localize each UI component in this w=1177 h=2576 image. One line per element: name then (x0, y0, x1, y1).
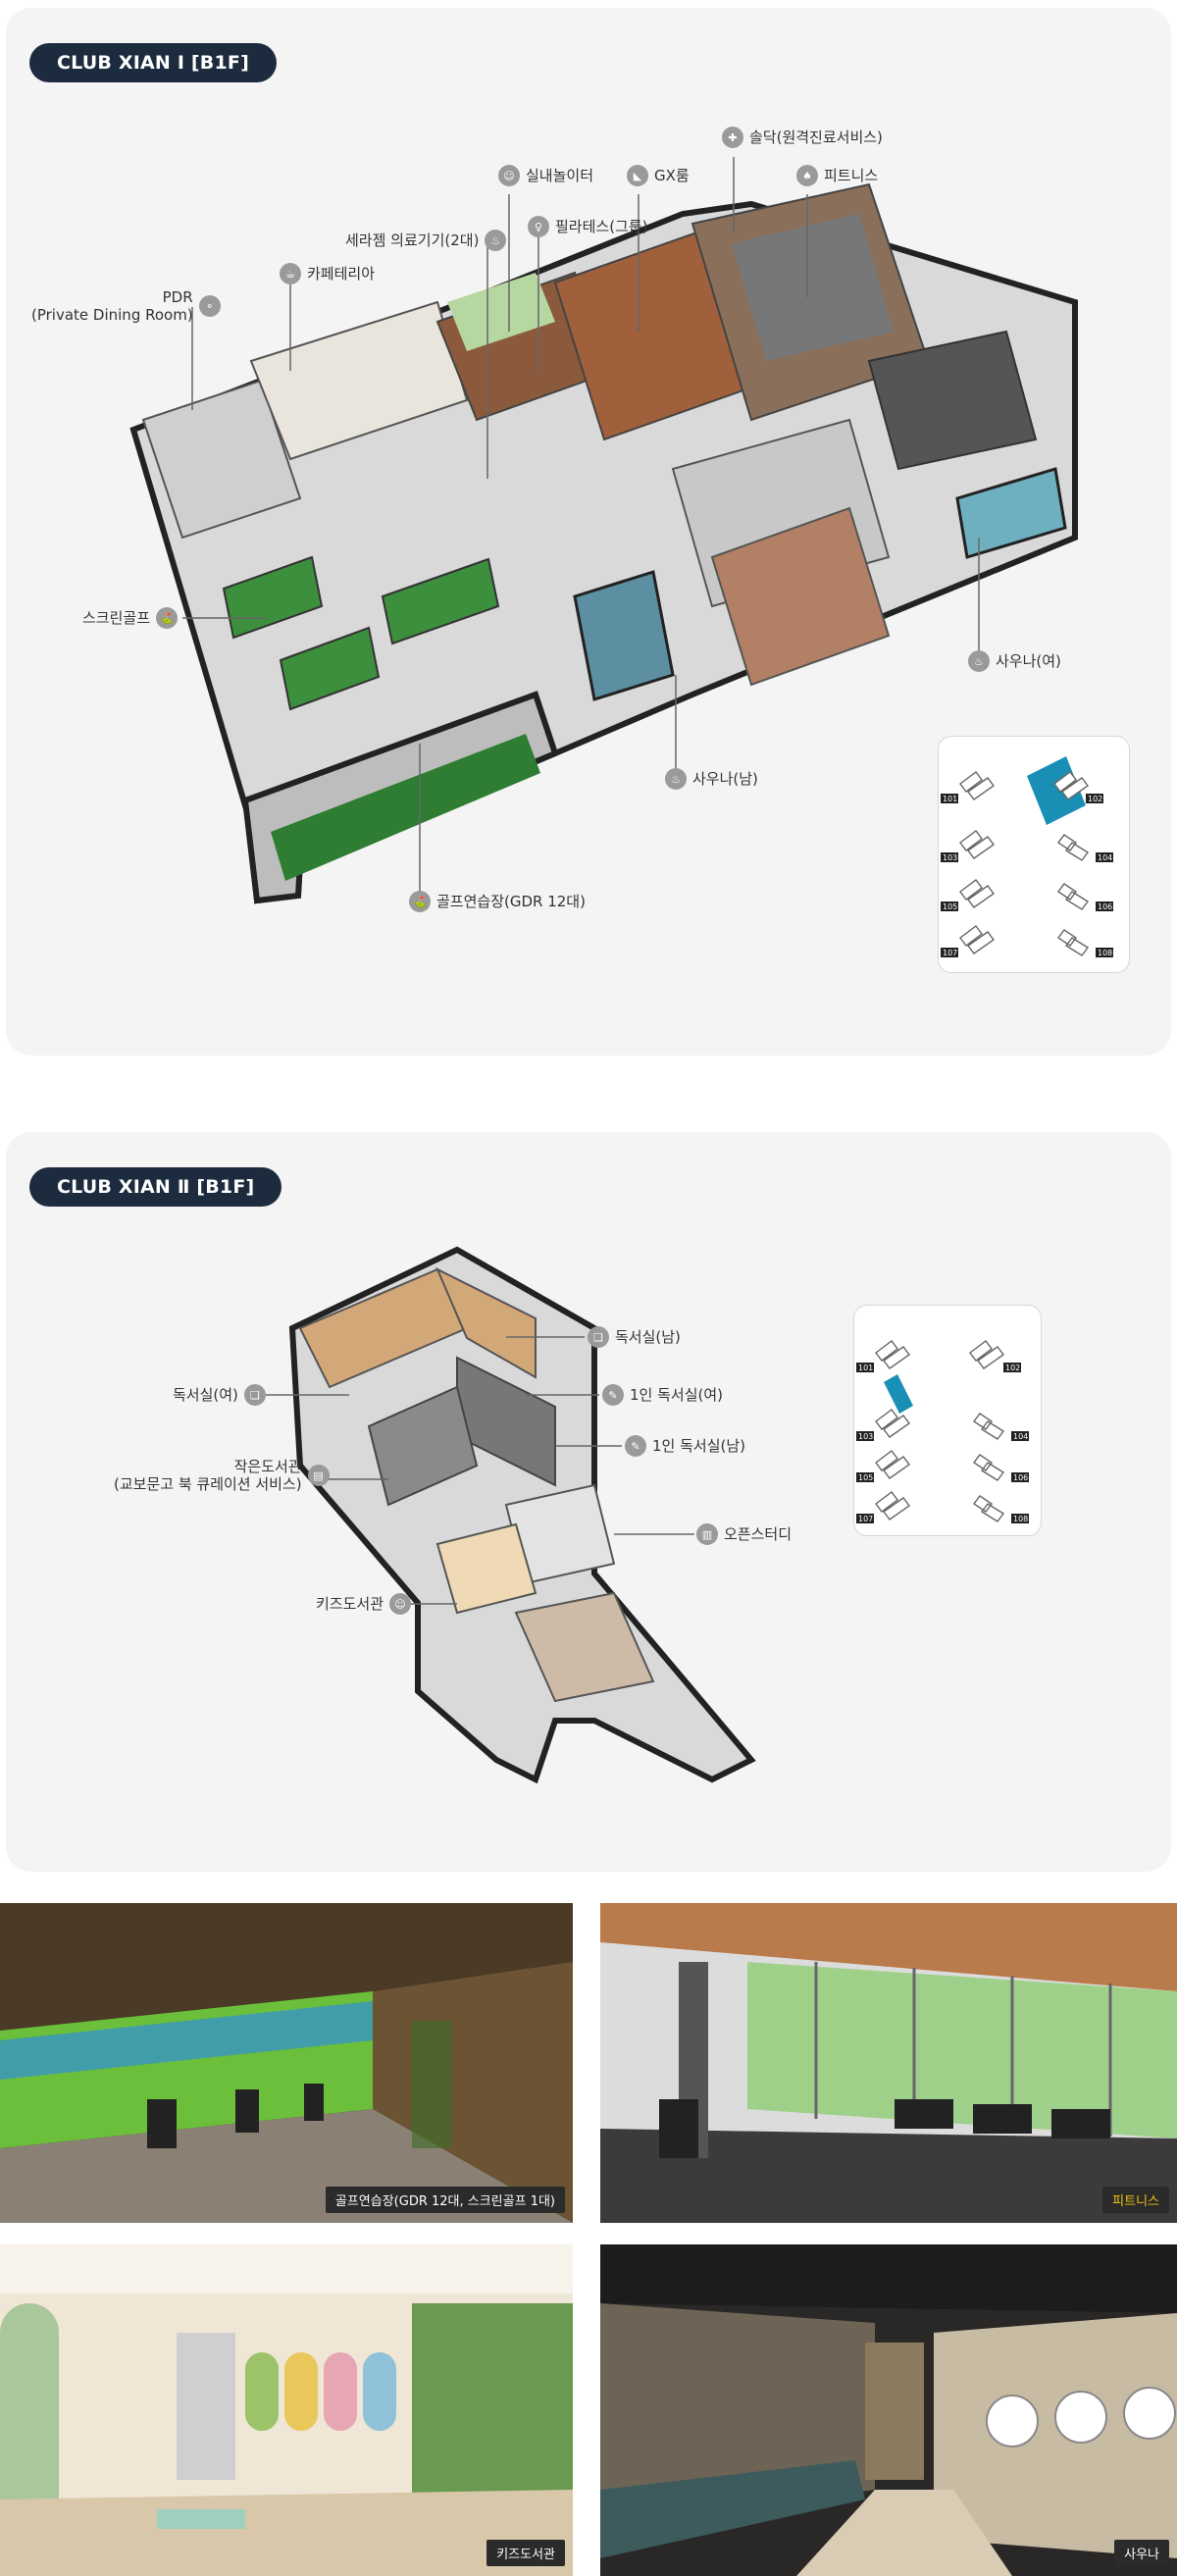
club-xian-1-panel: CLUB XIAN I [B1F] (6, 8, 1171, 1056)
fitness-icon: ♠ (796, 165, 818, 186)
unit-label: 104 (1013, 1432, 1028, 1441)
unit-label: 107 (858, 1515, 873, 1523)
pilates-icon: ♀ (528, 216, 549, 237)
unit-label: 102 (1088, 795, 1102, 803)
callout-sauna-male: ♨ 사우나(남) (665, 768, 758, 790)
callout-ceragem: ♨ 세라젬 의료기기(2대) (345, 230, 507, 251)
book-icon: ❑ (588, 1326, 609, 1348)
callout-soldak: ✚ 솔닥(원격진료서비스) (722, 127, 883, 148)
massage-chair-icon: ♨ (485, 230, 507, 251)
desk-person-icon: ✎ (602, 1384, 624, 1406)
callout-kids-library: ☺ 키즈도서관 (316, 1593, 412, 1615)
callout-single-reading-male: ✎ 1인 독서실(남) (625, 1435, 745, 1457)
kids-library-caption: 키즈도서관 (486, 2540, 565, 2566)
shoe-icon: ◣ (627, 165, 648, 186)
playground-icon: ☺ (498, 165, 520, 186)
club-xian-2-panel: CLUB XIAN Ⅱ [B1F] ❑ 독서실(남) ❑ 독서실(여) ✎ 1인… (6, 1132, 1171, 1872)
callout-pilates: ♀ 필라테스(그룹) (528, 216, 648, 237)
callout-indoor-play: ☺ 실내놀이터 (498, 165, 593, 186)
dining-icon: ⚬ (198, 295, 221, 317)
unit-label: 105 (943, 902, 957, 911)
golf-photo: 골프연습장(GDR 12대, 스크린골프 1대) (0, 1903, 573, 2223)
callout-sauna-female: ♨ 사우나(여) (968, 650, 1061, 672)
unit-label: 104 (1098, 853, 1112, 862)
callout-reading-male: ❑ 독서실(남) (588, 1326, 681, 1348)
medical-cross-icon: ✚ (722, 127, 743, 148)
unit-label: 106 (1098, 902, 1112, 911)
coffee-cup-icon: ☕ (280, 263, 301, 284)
unit-label: 108 (1098, 949, 1112, 957)
unit-label: 105 (858, 1473, 873, 1482)
unit-label: 108 (1013, 1515, 1028, 1523)
unit-label: 107 (943, 949, 957, 957)
callout-reading-female: ❑ 독서실(여) (173, 1384, 266, 1406)
callout-fitness: ♠ 피트니스 (796, 165, 878, 186)
unit-label: 106 (1013, 1473, 1028, 1482)
fitness-photo: 피트니스 (600, 1903, 1177, 2223)
club-xian-2-title: CLUB XIAN Ⅱ [B1F] (29, 1167, 282, 1207)
callout-golf-range: ⛳ 골프연습장(GDR 12대) (409, 891, 586, 912)
sauna-icon: ♨ (968, 650, 990, 672)
desk-person-icon: ✎ (625, 1435, 646, 1457)
callout-single-reading-female: ✎ 1인 독서실(여) (602, 1384, 723, 1406)
callout-screen-golf: ⛳ 스크린골프 (82, 607, 179, 629)
club-xian-2-minimap: 101 102 103 104 105 106 107 108 (853, 1305, 1042, 1536)
library-icon: ▤ (307, 1465, 330, 1486)
sauna-icon: ♨ (665, 768, 687, 790)
sauna-caption: 사우나 (1114, 2540, 1169, 2566)
fitness-caption: 피트니스 (1102, 2187, 1169, 2213)
child-icon: ☺ (389, 1593, 412, 1615)
golf-icon: ⛳ (156, 607, 179, 629)
golf-caption: 골프연습장(GDR 12대, 스크린골프 1대) (325, 2187, 565, 2213)
unit-label: 102 (1005, 1364, 1020, 1372)
callout-gx-room: ◣ GX룸 (627, 165, 690, 186)
facility-photos: 골프연습장(GDR 12대, 스크린골프 1대) 피트니스 키즈도서관 (0, 1903, 1177, 2576)
callout-cafeteria: ☕ 카페테리아 (280, 263, 375, 284)
kids-library-photo: 키즈도서관 (0, 2244, 573, 2576)
book-icon: ❑ (243, 1384, 266, 1406)
unit-label: 101 (858, 1364, 873, 1372)
club-xian-1-title: CLUB XIAN I [B1F] (29, 43, 277, 82)
callout-open-study: ▥ 오픈스터디 (696, 1523, 792, 1545)
golfer-icon: ⛳ (409, 891, 431, 912)
open-book-icon: ▥ (696, 1523, 718, 1545)
unit-label: 103 (943, 853, 957, 862)
unit-label: 103 (858, 1432, 873, 1441)
club-xian-2-floorplan (261, 1246, 756, 1784)
callout-small-library: ▤ 작은도서관 (교보문고 북 큐레이션 서비스) (114, 1458, 330, 1493)
club-xian-1-floorplan (129, 157, 1078, 904)
sauna-photo: 사우나 (600, 2244, 1177, 2576)
unit-label: 101 (943, 795, 957, 803)
club-xian-1-minimap: 101 102 103 104 105 106 107 108 (938, 736, 1130, 973)
callout-pdr: ⚬ PDR (Private Dining Room) (31, 288, 221, 324)
